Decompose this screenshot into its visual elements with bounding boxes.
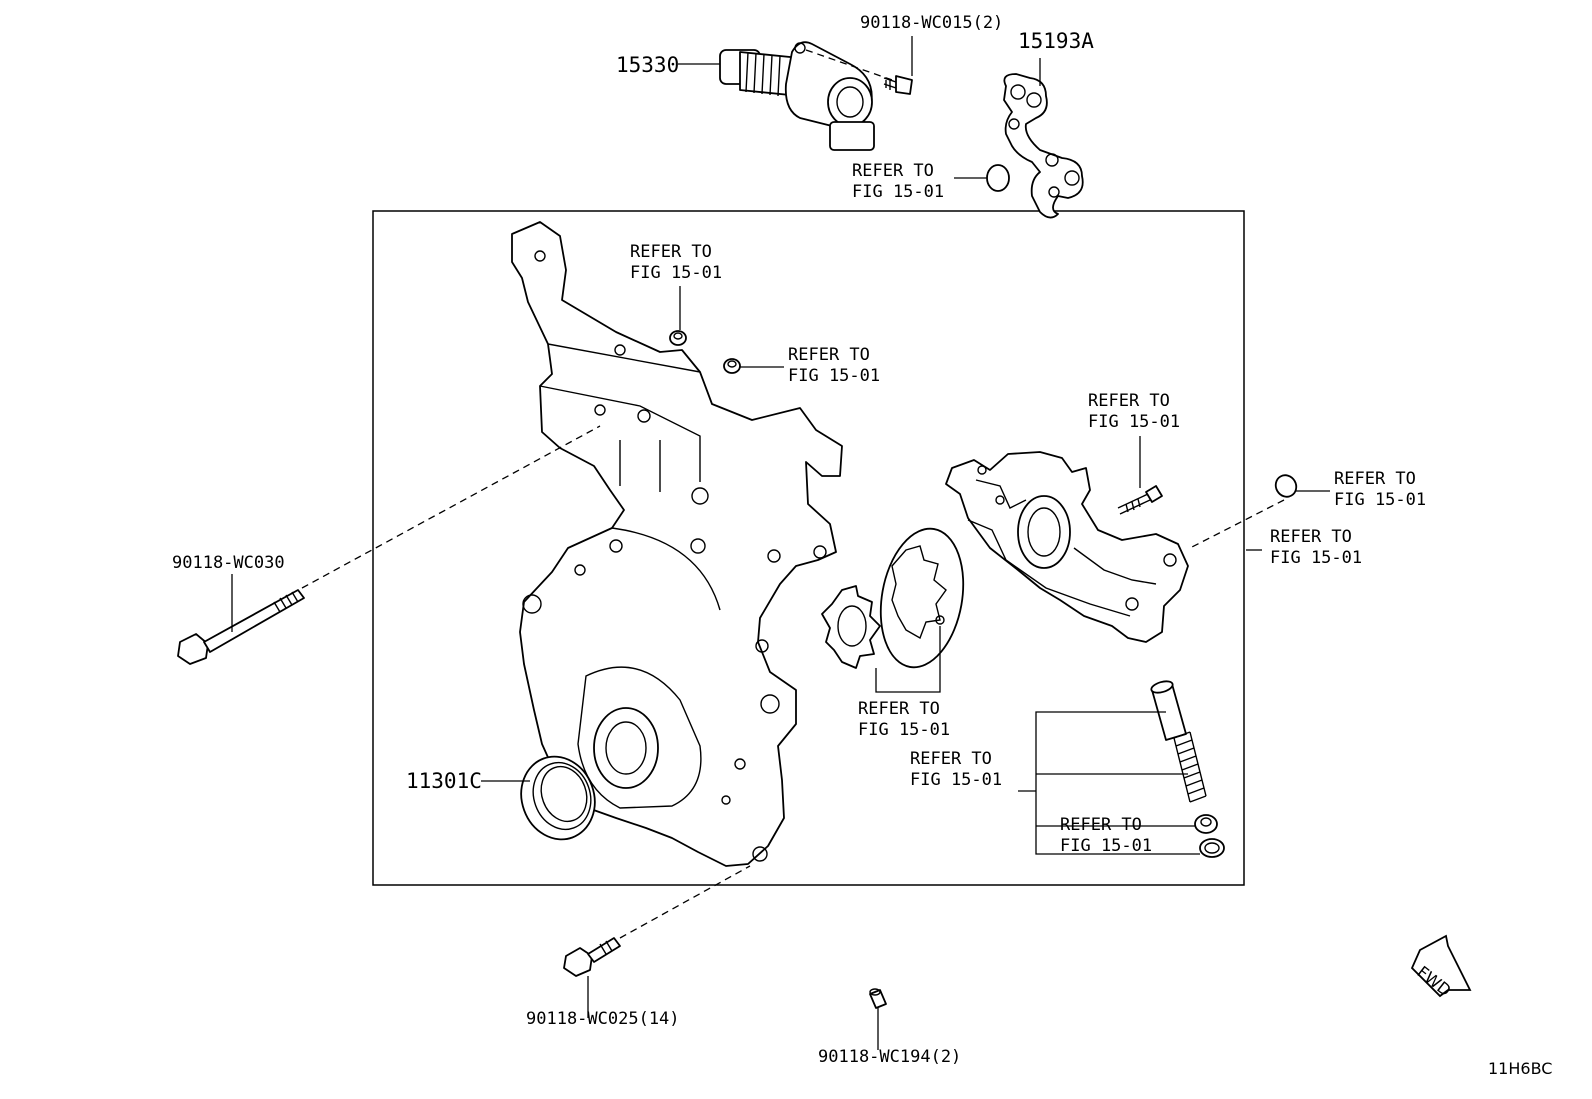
- crankshaft-oil-seal[interactable]: [510, 746, 606, 850]
- label-90118-wc015: 90118-WC015(2): [860, 13, 1003, 33]
- refer-label-2-line2: FIG 15-01: [630, 263, 722, 283]
- label-15330: 15330: [616, 53, 679, 77]
- label-11301c: 11301C: [406, 769, 482, 793]
- pump-cover-screw[interactable]: [1117, 485, 1163, 515]
- long-bolt[interactable]: [177, 589, 305, 665]
- o-ring[interactable]: [986, 164, 1010, 192]
- refer-label-1-line2: FIG 15-01: [852, 182, 944, 202]
- label-90118-wc030: 90118-WC030: [172, 553, 285, 573]
- forward-direction-arrow: FWD: [1410, 934, 1472, 1000]
- refer-label-9-line2: FIG 15-01: [1060, 836, 1152, 856]
- cover-bolt[interactable]: [563, 937, 621, 977]
- refer-label-7-line2: FIG 15-01: [858, 720, 950, 740]
- refer-label-1-line1: REFER TO: [852, 161, 934, 181]
- refer-label-5-line1: REFER TO: [1334, 469, 1416, 489]
- oil-control-valve-solenoid[interactable]: [719, 41, 875, 151]
- dowel-pin-upper[interactable]: [669, 330, 687, 346]
- o-ring-right[interactable]: [1272, 471, 1300, 500]
- oil-pump-inner-rotor[interactable]: [821, 585, 881, 669]
- refer-label-4-line1: REFER TO: [1088, 391, 1170, 411]
- refer-label-7-line1: REFER TO: [858, 699, 940, 719]
- relief-valve-spring[interactable]: [1173, 731, 1207, 803]
- label-15193a: 15193A: [1018, 29, 1094, 53]
- refer-label-6-line2: FIG 15-01: [1270, 548, 1362, 568]
- refer-label-9-line1: REFER TO: [1060, 815, 1142, 835]
- label-90118-wc194: 90118-WC194(2): [818, 1047, 961, 1067]
- refer-label-5-line2: FIG 15-01: [1334, 490, 1426, 510]
- diagram-code: 11H6BC: [1488, 1059, 1552, 1078]
- timing-chain-cover[interactable]: [511, 221, 843, 867]
- snap-ring[interactable]: [1199, 838, 1225, 858]
- relief-valve-retainer[interactable]: [1194, 814, 1218, 834]
- refer-label-3-line1: REFER TO: [788, 345, 870, 365]
- refer-label-4-line2: FIG 15-01: [1088, 412, 1180, 432]
- gasket[interactable]: [1003, 73, 1084, 219]
- refer-label-6-line1: REFER TO: [1270, 527, 1352, 547]
- refer-label-2-line1: REFER TO: [630, 242, 712, 262]
- label-90118-wc025: 90118-WC025(14): [526, 1009, 680, 1029]
- straight-pin[interactable]: [869, 988, 887, 1009]
- dowel-pin-right[interactable]: [723, 358, 741, 374]
- refer-label-3-line2: FIG 15-01: [788, 366, 880, 386]
- relief-valve-plunger[interactable]: [1150, 679, 1187, 741]
- assembly-frame: [372, 210, 1245, 886]
- refer-label-8-line2: FIG 15-01: [910, 770, 1002, 790]
- oil-pump-outer-rotor[interactable]: [870, 522, 973, 674]
- solenoid-bolt[interactable]: [883, 75, 913, 95]
- oil-pump-cover[interactable]: [945, 451, 1189, 643]
- refer-label-8-line1: REFER TO: [910, 749, 992, 769]
